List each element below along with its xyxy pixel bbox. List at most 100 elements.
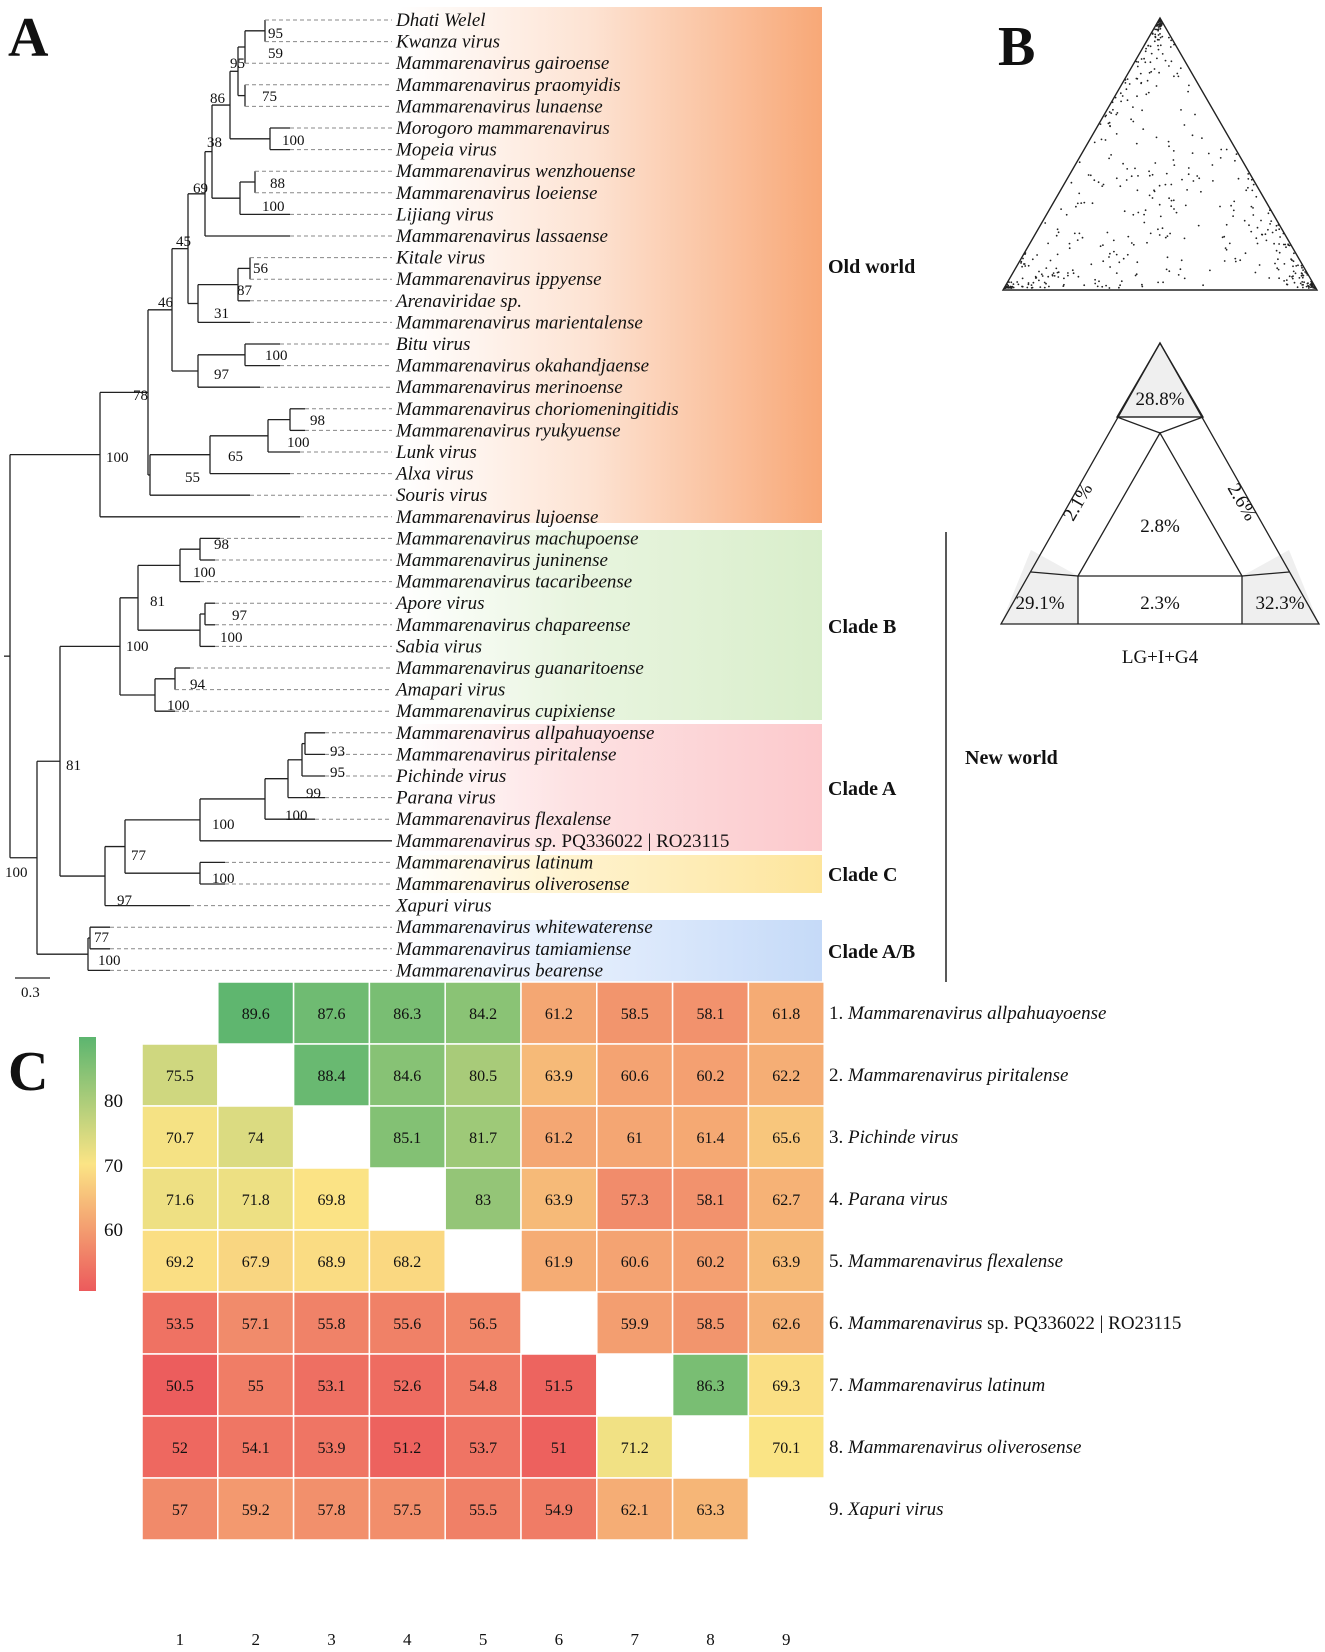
quartet-point [1278,251,1281,254]
bootstrap-value: 65 [228,449,243,465]
quartet-point [1105,284,1107,287]
heatmap-cell-value: 60.6 [621,1254,649,1271]
quartet-point [1255,195,1258,198]
bootstrap-value: 100 [5,865,28,881]
quartet-point [1157,34,1160,36]
leaf-label: Mammarenavirus praomyidis [395,75,621,96]
quartet-point [1068,247,1071,250]
quartet-point [1093,141,1096,144]
quartet-point [1076,202,1079,205]
quartet-point [1056,253,1059,256]
quartet-point [1159,36,1162,39]
quartet-point [1132,106,1134,108]
quartet-point [1282,232,1285,235]
pct-center: 2.8% [1140,516,1180,537]
quartet-point [1156,23,1159,26]
quartet-point [1045,282,1047,285]
leaf-label: Alxa virus [394,464,474,485]
quartet-point [1151,33,1154,35]
heatmap-cell-value: 63.3 [697,1502,725,1519]
quartet-point [1291,259,1293,262]
likelihood-mapping-regions: 28.8% 29.1% 32.3% 2.8% 2.3% 2.1% 2.6% LG… [999,341,1321,668]
quartet-point [1295,265,1298,267]
quartet-point [1020,260,1023,263]
heatmap-col-label: 4 [403,1630,412,1649]
heatmap-cell-value: 87.6 [318,1006,346,1023]
quartet-point [1310,286,1312,289]
quartet-point [1285,279,1288,281]
quartet-point [1301,284,1304,286]
heatmap-cell-value: 51.5 [545,1378,573,1395]
quartet-point [1154,33,1157,36]
quartet-point [1057,271,1060,274]
heatmap-cell-value: 52 [172,1440,188,1457]
quartet-point [1243,219,1246,222]
quartet-point [1096,285,1099,288]
quartet-point [1124,82,1127,84]
phylogenetic-tree [4,20,392,972]
quartet-point [1250,178,1253,181]
heatmap-cell-value: 54.1 [242,1440,270,1457]
quartet-point [1170,205,1173,208]
quartet-point [1232,215,1234,218]
quartet-point [1112,108,1114,111]
quartet-point [1047,275,1050,278]
quartet-point [1167,140,1170,143]
quartet-point [1136,261,1139,264]
bootstrap-value: 100 [126,639,149,655]
heatmap-cell-value: 83 [475,1192,491,1209]
quartet-point [1143,221,1146,224]
leaf-label: Mammarenavirus bearense [395,960,603,981]
heatmap-cell [747,1167,825,1231]
quartet-point [1145,47,1147,50]
bootstrap-value: 100 [285,808,308,824]
quartet-point [1291,277,1294,280]
heatmap-cell-value: 63.9 [772,1254,800,1271]
quartet-point [1132,213,1135,216]
quartet-point [1153,40,1156,43]
quartet-point [1032,281,1035,284]
heatmap-cell-value: 55 [248,1378,264,1395]
heatmap-cell-value: 57.1 [242,1316,270,1333]
quartet-point [1157,228,1159,231]
quartet-point [1116,112,1119,114]
leaf-label: Mammarenavirus loeiense [395,183,597,204]
quartet-point [1122,257,1125,260]
quartet-point [1123,210,1126,213]
quartet-point [1248,224,1250,227]
quartet-point [1158,71,1160,74]
leaf-label: Mammarenavirus guanaritoense [395,658,644,679]
leaf-label: Pichinde virus [395,766,506,787]
bootstrap-value: 87 [237,283,253,299]
quartet-point [1136,189,1139,192]
quartet-point [1134,274,1137,277]
quartet-point [1155,85,1158,87]
quartet-point [1220,148,1223,151]
quartet-point [1219,157,1222,159]
quartet-point [1168,36,1170,39]
quartet-point [1140,81,1143,84]
quartet-point [1169,46,1172,48]
heatmap-cell [520,1105,598,1169]
heatmap-cell [217,1167,295,1231]
quartet-point [1254,271,1257,274]
quartet-point [1101,285,1104,288]
bootstrap-value: 86 [210,91,226,107]
quartet-point [1157,29,1159,32]
heatmap-cell-value: 57.5 [393,1502,421,1519]
quartet-point [1211,164,1214,166]
quartet-point [1168,145,1170,148]
bootstrap-value: 95 [230,56,245,72]
heatmap-cell [292,981,371,1045]
quartet-point [1128,83,1131,85]
heatmap-cell-value: 61.9 [545,1254,573,1271]
quartet-point [1087,174,1090,176]
quartet-point [1172,150,1175,152]
quartet-point [1172,159,1175,161]
quartet-points [1004,19,1316,289]
leaf-label: Mammarenavirus lunaense [395,96,603,117]
bootstrap-value: 88 [270,176,285,192]
leaf-label: Apore virus [394,593,484,614]
quartet-point [1183,277,1186,280]
